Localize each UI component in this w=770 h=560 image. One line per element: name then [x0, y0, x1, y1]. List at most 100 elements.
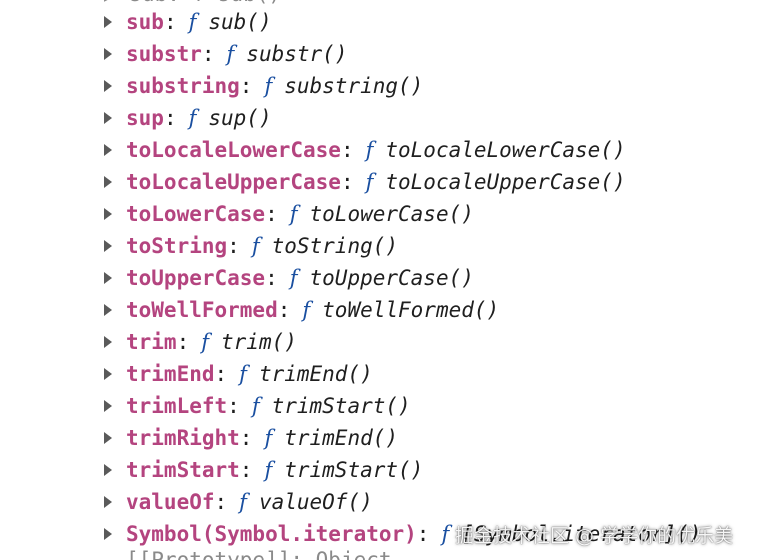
- function-signature: valueOf(): [258, 490, 373, 514]
- function-keyword: f: [264, 74, 273, 98]
- expand-triangle-icon[interactable]: [104, 16, 112, 28]
- property-key: trimLeft: [126, 394, 228, 418]
- property-key: toLowerCase: [126, 202, 266, 226]
- property-key: trimEnd: [126, 362, 215, 386]
- property-key: trimRight: [126, 426, 240, 450]
- property-row[interactable]: toString: f toString(): [104, 230, 398, 262]
- prototype-row-partial[interactable]: [[Prototype]]: Object: [126, 548, 392, 560]
- expand-triangle-icon[interactable]: [104, 528, 112, 540]
- expand-triangle-icon[interactable]: [104, 336, 112, 348]
- colon: :: [227, 234, 240, 258]
- property-key: sub: [126, 10, 164, 34]
- colon: :: [214, 490, 228, 514]
- function-keyword: f: [289, 266, 298, 290]
- function-keyword: f: [264, 426, 273, 450]
- colon: :: [265, 202, 278, 226]
- expand-triangle-icon[interactable]: [104, 432, 112, 444]
- function-signature: toLocaleLowerCase(): [385, 138, 626, 162]
- expand-triangle-icon[interactable]: [104, 48, 112, 60]
- function-signature: toLocaleUpperCase(): [385, 170, 626, 194]
- function-keyword: f: [188, 10, 197, 34]
- function-signature: toString(): [271, 234, 399, 258]
- property-row[interactable]: Symbol(Symbol.iterator): f [Symbol.iterato…: [104, 518, 701, 550]
- colon: :: [201, 42, 215, 66]
- function-keyword: f: [239, 490, 247, 514]
- colon: :: [239, 458, 253, 482]
- property-row[interactable]: sup: f sup(): [104, 102, 272, 134]
- function-signature: sub(): [208, 10, 272, 34]
- function-signature: toLowerCase(): [309, 202, 474, 226]
- expand-triangle-icon[interactable]: [104, 464, 112, 476]
- function-keyword: f: [239, 362, 247, 386]
- expand-triangle-icon[interactable]: [104, 144, 112, 156]
- property-key: sup: [126, 106, 164, 130]
- function-signature: substr(): [246, 42, 348, 66]
- colon: :: [163, 10, 177, 34]
- property-key: trim: [126, 330, 177, 354]
- function-keyword: f: [441, 522, 450, 546]
- function-keyword: f: [251, 234, 260, 258]
- property-row[interactable]: substr: f substr(): [104, 38, 347, 70]
- expand-triangle-icon[interactable]: [104, 496, 112, 508]
- property-key: toWellFormed: [126, 298, 278, 322]
- expand-triangle-icon[interactable]: [104, 368, 112, 380]
- colon: :: [163, 106, 177, 130]
- property-row[interactable]: trimEnd: f trimEnd(): [104, 358, 373, 390]
- function-keyword: f: [226, 42, 235, 66]
- function-keyword: f: [264, 458, 273, 482]
- colon: :: [176, 330, 190, 354]
- property-key: toLocaleLowerCase: [126, 138, 341, 162]
- expand-triangle-icon[interactable]: [104, 80, 112, 92]
- function-signature: trim(): [221, 330, 297, 354]
- expand-triangle-icon[interactable]: [104, 176, 112, 188]
- function-keyword: f: [251, 394, 260, 418]
- function-signature: trimStart(): [271, 394, 411, 418]
- function-keyword: f: [289, 202, 298, 226]
- property-row[interactable]: sub: f sub(): [104, 6, 272, 38]
- property-key: toString: [126, 234, 228, 258]
- colon: :: [340, 138, 354, 162]
- expand-triangle-icon[interactable]: [104, 208, 112, 220]
- property-row[interactable]: trimStart: f trimStart(): [104, 454, 423, 486]
- colon: :: [277, 298, 291, 322]
- expand-triangle-icon[interactable]: [104, 400, 112, 412]
- colon: :: [214, 362, 228, 386]
- property-row[interactable]: trim: f trim(): [104, 326, 297, 358]
- function-keyword: f: [302, 298, 311, 322]
- property-key: Symbol(Symbol.iterator): [126, 522, 417, 546]
- cut-off-top-row: ▶ sub: f sub(): [104, 0, 281, 10]
- colon: :: [416, 522, 430, 546]
- function-keyword: f: [188, 106, 197, 130]
- property-row[interactable]: toWellFormed: f toWellFormed(): [104, 294, 499, 326]
- expand-triangle-icon[interactable]: [104, 304, 112, 316]
- property-row[interactable]: toLocaleLowerCase: f toLocaleLowerCase(): [104, 134, 626, 166]
- function-keyword: f: [201, 330, 210, 354]
- property-key: toLocaleUpperCase: [126, 170, 341, 194]
- function-signature: trimEnd(): [284, 426, 399, 450]
- function-signature: trimEnd(): [258, 362, 373, 386]
- expand-triangle-icon[interactable]: [104, 112, 112, 124]
- expand-triangle-icon[interactable]: [104, 272, 112, 284]
- function-signature: [Symbol.iterator](): [461, 522, 702, 546]
- watermark: 掘金技术社区 @ 学学你的优乐美: [455, 525, 734, 547]
- expand-triangle-icon[interactable]: [104, 240, 112, 252]
- property-row[interactable]: toLowerCase: f toLowerCase(): [104, 198, 474, 230]
- property-key: trimStart: [126, 458, 240, 482]
- function-keyword: f: [365, 138, 374, 162]
- function-signature: toUpperCase(): [309, 266, 474, 290]
- colon: :: [239, 74, 253, 98]
- colon: :: [340, 170, 354, 194]
- function-signature: trimStart(): [284, 458, 424, 482]
- function-signature: toWellFormed(): [322, 298, 500, 322]
- colon: :: [265, 266, 278, 290]
- property-key: substr: [126, 42, 202, 66]
- property-key: substring: [126, 74, 240, 98]
- function-signature: sup(): [208, 106, 272, 130]
